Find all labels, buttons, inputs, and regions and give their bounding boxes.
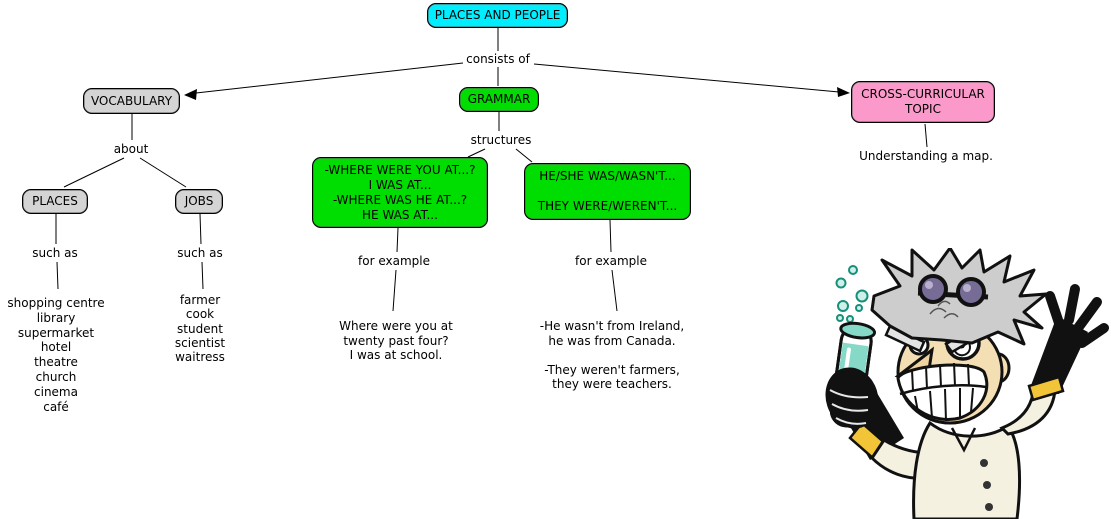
- forehead-wrinkles: [929, 300, 959, 319]
- cross-curricular-note: Understanding a map.: [859, 149, 993, 163]
- places-list: shopping centre library supermarket hote…: [7, 296, 105, 414]
- node-vocabulary[interactable]: VOCABULARY: [83, 88, 180, 114]
- node-structure-statements[interactable]: HE/SHE WAS/WASN'T... THEY WERE/WEREN'T..…: [524, 163, 691, 220]
- link-for-example-2: for example: [575, 254, 647, 268]
- node-places[interactable]: PLACES: [22, 189, 88, 214]
- right-glove-band: [1027, 375, 1065, 402]
- link-such-as-places: such as: [32, 246, 78, 260]
- link-for-example-1: for example: [358, 254, 430, 268]
- link-structures: structures: [470, 133, 532, 147]
- node-jobs[interactable]: JOBS: [175, 189, 223, 214]
- right-glove: [1027, 284, 1109, 402]
- grin: [896, 362, 989, 422]
- lab-coat: [912, 420, 1022, 519]
- link-consists-of: consists of: [466, 52, 530, 66]
- arrowhead-to-vocabulary: [184, 89, 197, 100]
- arrowhead-to-cross-curricular: [837, 87, 850, 97]
- example-statements-text: -He wasn't from Ireland, he was from Can…: [539, 319, 685, 391]
- mad-scientist-illustration: [825, 248, 1109, 519]
- node-structure-questions[interactable]: -WHERE WERE YOU AT...? I WAS AT... -WHER…: [312, 157, 488, 228]
- node-grammar[interactable]: GRAMMAR: [459, 87, 539, 112]
- jobs-list: farmer cook student scientist waitress: [174, 293, 226, 365]
- left-glove-fist: [825, 367, 879, 429]
- example-questions-text: Where were you at twenty past four? I wa…: [339, 319, 453, 362]
- link-about: about: [113, 142, 149, 156]
- link-such-as-jobs: such as: [177, 246, 223, 260]
- goggles-icon: [917, 274, 989, 307]
- node-places-and-people[interactable]: PLACES AND PEOPLE: [427, 3, 568, 28]
- bubbles-icon: [835, 265, 869, 323]
- node-cross-curricular-topic[interactable]: CROSS-CURRICULAR TOPIC: [851, 81, 995, 123]
